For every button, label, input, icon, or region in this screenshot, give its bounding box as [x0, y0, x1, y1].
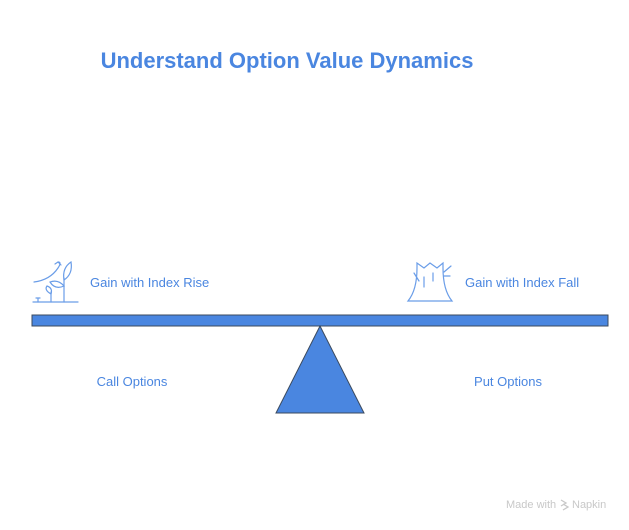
tree-stump-icon	[406, 261, 454, 302]
fulcrum-triangle	[275, 324, 365, 414]
seesaw-beam	[31, 314, 609, 327]
left-gain-label: Gain with Index Rise	[90, 275, 209, 290]
footer-prefix: Made with	[506, 499, 556, 511]
put-options-label: Put Options	[474, 374, 542, 389]
plant-growth-icon	[32, 260, 79, 303]
footer-brand: Napkin	[572, 499, 606, 511]
page-title: Understand Option Value Dynamics	[101, 48, 474, 73]
right-gain-label: Gain with Index Fall	[465, 275, 579, 290]
napkin-logo-icon	[560, 499, 570, 511]
call-options-label: Call Options	[97, 374, 168, 389]
